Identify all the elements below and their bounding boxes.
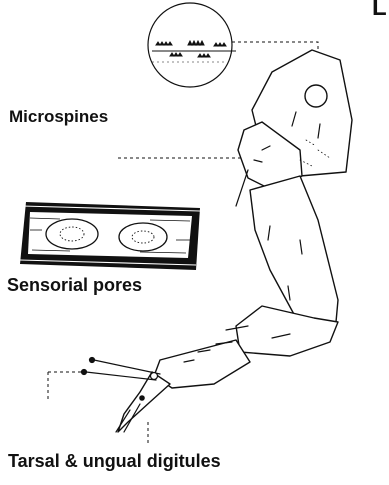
microspines-label: Microspines [9, 108, 108, 125]
microspines-inset [148, 3, 236, 87]
sensorial-pores-inset [20, 202, 200, 270]
sensorial-pores-label: Sensorial pores [7, 276, 142, 294]
tarsal-ungual-digitules-label: Tarsal & ungual digitules [8, 452, 221, 470]
